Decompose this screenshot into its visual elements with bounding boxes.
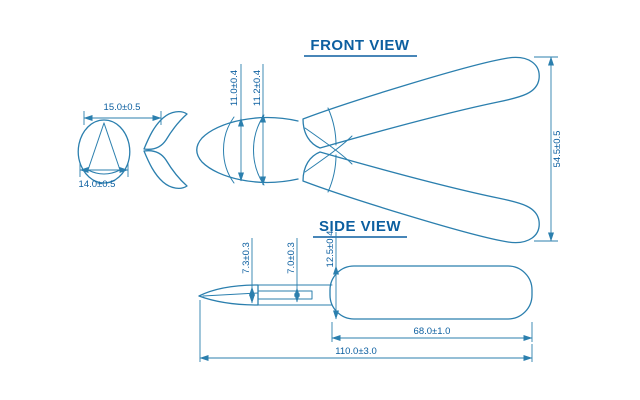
dim-label-head-width-top: 15.0±0.5 bbox=[104, 102, 141, 113]
dim-label-overall-height: 54.5±0.5 bbox=[552, 131, 563, 168]
dim-label-tip-height: 7.3±0.3 bbox=[241, 242, 252, 274]
plier-head-outline bbox=[196, 116, 299, 184]
spring-leaf-lower bbox=[304, 135, 353, 173]
lower-handle bbox=[302, 151, 540, 244]
jaw-tip-upper bbox=[143, 111, 188, 150]
dim-label-head-width-bottom: 14.0±0.5 bbox=[79, 179, 116, 190]
dim-overall-height: 54.5±0.5 bbox=[534, 56, 563, 242]
side-view-title: SIDE VIEW bbox=[319, 218, 401, 235]
side-view-group: SIDE VIEW 7.3±0.3 7.0±0.3 12.5±0.4 bbox=[198, 218, 533, 362]
front-view-title: FRONT VIEW bbox=[310, 37, 410, 54]
upper-grip-boundary bbox=[327, 107, 337, 146]
cutter-head-front-outline bbox=[77, 119, 131, 184]
dim-label-jaw-height-outer: 11.2±0.4 bbox=[252, 70, 263, 106]
plier-jaw-seam-outer bbox=[253, 114, 265, 186]
dim-tip-height: 7.3±0.3 bbox=[241, 238, 255, 304]
dim-handle-height: 12.5±0.4 bbox=[325, 231, 339, 320]
blade-seam bbox=[202, 292, 259, 297]
dim-jaw-height-side: 7.0±0.3 bbox=[286, 238, 300, 303]
lower-grip-boundary bbox=[327, 154, 337, 193]
front-view-group: FRONT VIEW 15.0±0.5 1 bbox=[77, 37, 563, 244]
dim-label-overall-length: 110.0±3.0 bbox=[335, 346, 377, 357]
dim-head-width-bottom: 14.0±0.5 bbox=[79, 163, 129, 190]
cutter-bevel-arc bbox=[87, 169, 121, 175]
dim-jaw-height-inner: 11.0±0.4 bbox=[229, 64, 244, 182]
dim-label-jaw-height-inner: 11.0±0.4 bbox=[229, 70, 240, 106]
handle-side-outline bbox=[329, 265, 533, 320]
cutting-edge-right bbox=[103, 122, 121, 171]
dim-label-handle-height: 12.5±0.4 bbox=[325, 231, 336, 268]
dim-label-handle-length: 68.0±1.0 bbox=[414, 326, 451, 337]
upper-handle bbox=[302, 56, 540, 149]
blade-side-outline bbox=[198, 284, 259, 306]
dim-head-width-top: 15.0±0.5 bbox=[83, 102, 162, 125]
dim-handle-length: 68.0±1.0 bbox=[331, 322, 533, 342]
cutting-edge-left bbox=[87, 122, 105, 171]
spring-leaf-upper bbox=[304, 127, 353, 165]
dim-jaw-height-outer: 11.2±0.4 bbox=[252, 64, 266, 186]
jaw-tip-lower bbox=[143, 150, 188, 189]
fork-slot bbox=[257, 290, 313, 300]
plier-jaw-seam-inner bbox=[223, 116, 235, 184]
dim-overall-length: 110.0±3.0 bbox=[199, 300, 533, 362]
dim-label-jaw-height-side: 7.0±0.3 bbox=[286, 242, 297, 274]
